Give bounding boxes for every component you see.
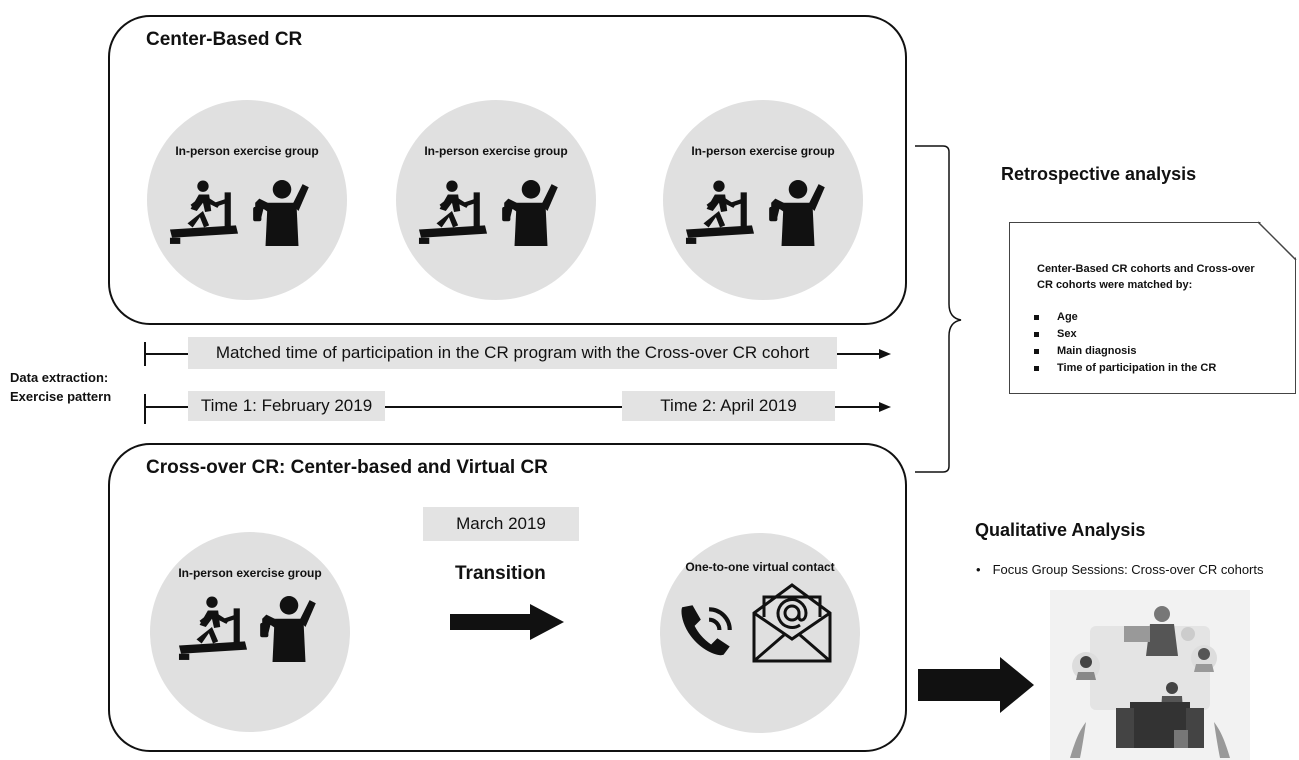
crossover-title: Cross-over CR: Center-based and Virtual … — [146, 457, 548, 478]
virtual-contact-label: One-to-one virtual contact — [685, 560, 835, 574]
timeline-start-tick-2 — [144, 394, 146, 424]
retrospective-heading: Retrospective analysis — [1001, 164, 1197, 184]
march-date-box: March 2019 — [423, 507, 579, 541]
time2-box: Time 2: April 2019 — [622, 391, 835, 421]
group-label-2: In-person exercise group — [424, 144, 568, 158]
raised-hand-person-icon — [251, 178, 313, 246]
criteria-age: Age — [1030, 309, 1216, 326]
qualitative-bullet: • Focus Group Sessions: Cross-over CR coh… — [976, 562, 1264, 577]
phone-call-icon — [676, 599, 738, 661]
matching-criteria-note: Center-Based CR cohorts and Cross-over C… — [1009, 221, 1297, 394]
data-extraction-label: Data extraction: Exercise pattern — [10, 368, 111, 406]
data-extraction-line1: Data extraction: — [10, 370, 109, 385]
crossover-group-label: In-person exercise group — [178, 566, 322, 580]
note-corner — [1259, 221, 1297, 259]
raised-hand-person-icon — [258, 594, 320, 662]
matched-time-box: Matched time of participation in the CR … — [188, 337, 837, 369]
bullet-dot: • — [976, 562, 981, 577]
criteria-time-of-participation: Time of participation in the CR — [1030, 360, 1216, 377]
raised-hand-person-icon — [767, 178, 829, 246]
group-circle-1: In-person exercise group — [147, 100, 347, 300]
data-extraction-line2: Exercise pattern — [10, 389, 112, 404]
note-title: Center-Based CR cohorts and Cross-over C… — [1037, 261, 1255, 293]
criteria-sex: Sex — [1030, 326, 1216, 343]
transition-label: Transition — [455, 563, 546, 584]
transition-arrow — [450, 604, 564, 640]
focus-group-text: Focus Group Sessions: Cross-over CR coho… — [992, 562, 1264, 577]
group-circle-2: In-person exercise group — [396, 100, 596, 300]
qualitative-arrow — [918, 657, 1034, 713]
timeline-arrowhead-1 — [879, 349, 891, 359]
note-corner-line — [1257, 221, 1297, 261]
virtual-contact-circle: One-to-one virtual contact — [660, 533, 860, 733]
treadmill-runner-icon — [167, 180, 241, 246]
treadmill-runner-icon — [683, 180, 757, 246]
note-title-line2: CR cohorts were matched by: — [1037, 279, 1193, 291]
group-label-1: In-person exercise group — [175, 144, 319, 158]
time1-box: Time 1: February 2019 — [188, 391, 385, 421]
qualitative-heading: Qualitative Analysis — [975, 520, 1146, 540]
raised-hand-person-icon — [500, 178, 562, 246]
group-label-3: In-person exercise group — [691, 144, 835, 158]
criteria-list: Age Sex Main diagnosis Time of participa… — [1030, 309, 1216, 377]
retrospective-brace — [915, 145, 962, 473]
center-based-title: Center-Based CR — [146, 29, 303, 50]
crossover-group-circle: In-person exercise group — [150, 532, 350, 732]
timeline-arrowhead-2 — [879, 402, 891, 412]
virtual-focus-group-illustration — [1050, 590, 1250, 760]
treadmill-runner-icon — [416, 180, 490, 246]
criteria-main-diagnosis: Main diagnosis — [1030, 343, 1216, 360]
email-envelope-icon — [752, 583, 832, 663]
note-title-line1: Center-Based CR cohorts and Cross-over — [1037, 263, 1255, 275]
timeline-line-2 — [144, 406, 879, 408]
group-circle-3: In-person exercise group — [663, 100, 863, 300]
treadmill-runner-icon — [176, 596, 250, 662]
